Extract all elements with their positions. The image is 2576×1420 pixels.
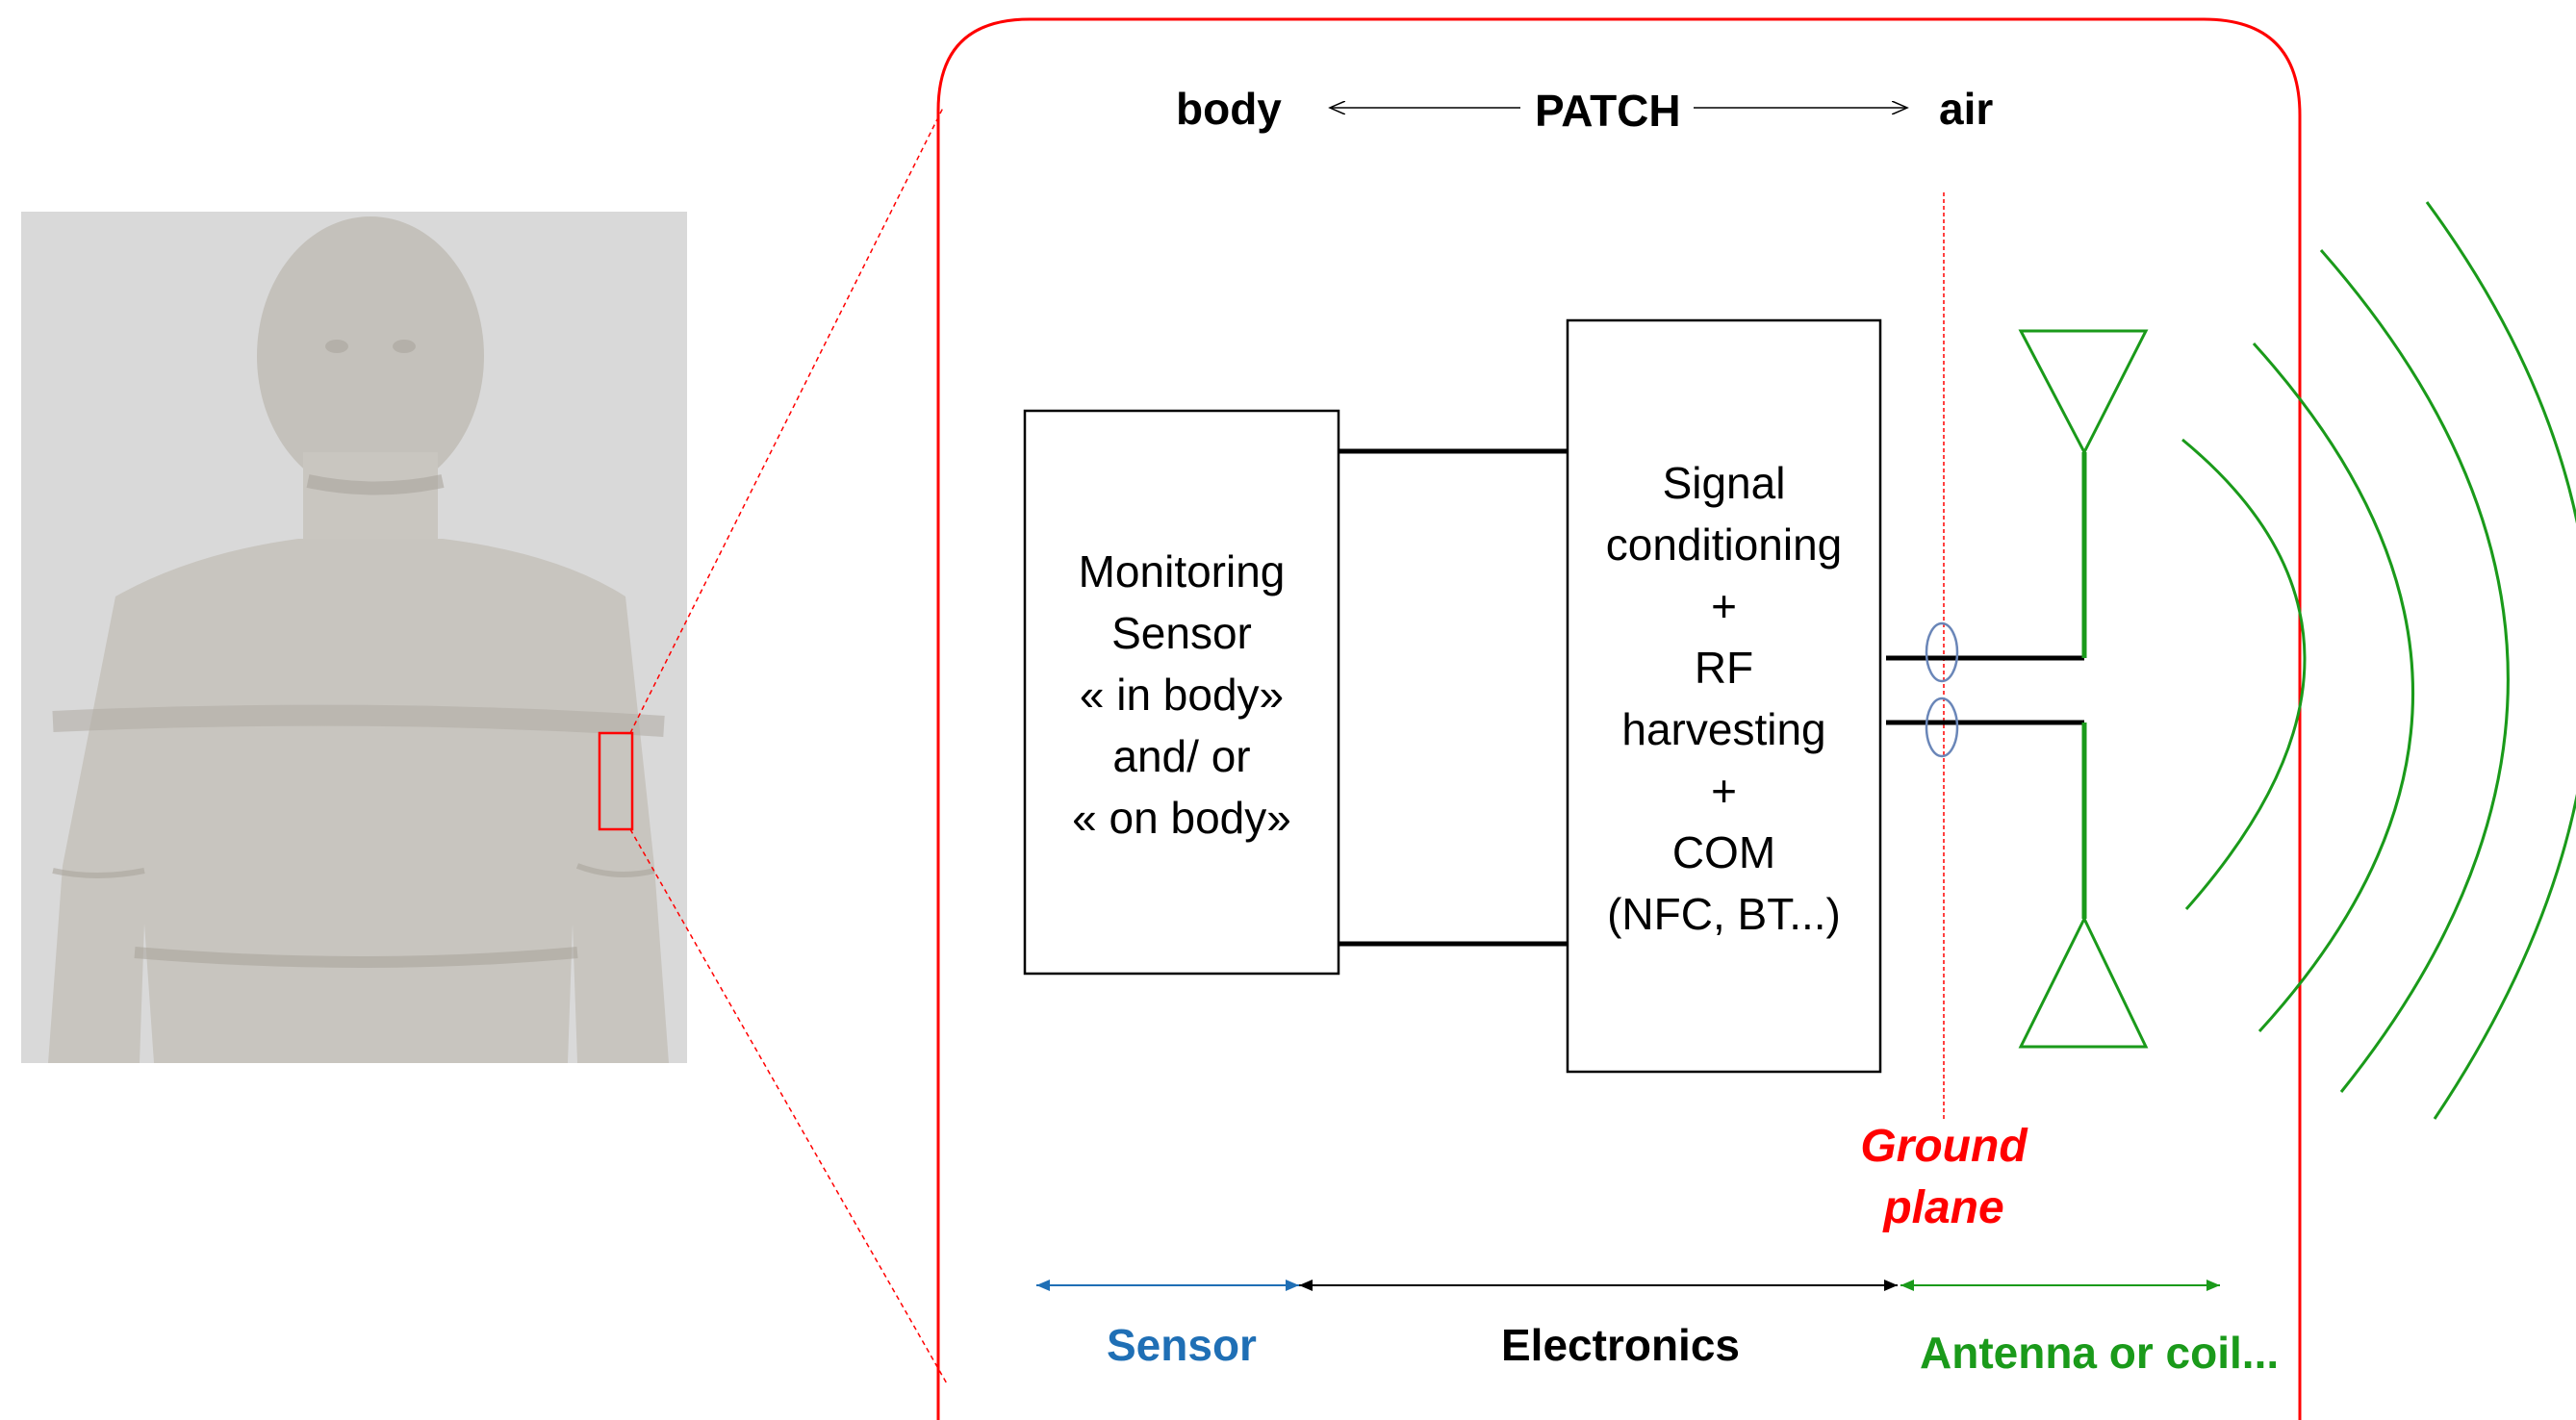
sensor-block-text: Monitoring Sensor « in body» and/ or « o…: [1025, 541, 1339, 849]
body-figure: [21, 212, 687, 1063]
patch-location-marker: [598, 731, 634, 831]
wave-arc-3: [2319, 249, 2510, 1093]
electronics-line-1: Signal: [1662, 458, 1786, 508]
electronics-line-6: +: [1711, 766, 1737, 816]
ground-plane-line-2: plane: [1883, 1182, 2004, 1233]
electronics-line-8: (NFC, BT...): [1607, 889, 1841, 939]
zoom-line-top: [629, 107, 944, 734]
wave-arc-1: [2181, 438, 2307, 910]
electronics-block: [1566, 318, 1882, 1074]
ground-plane-line-1: Ground: [1860, 1121, 2028, 1172]
zoom-line-bottom: [629, 828, 949, 1386]
electronics-line-7: COM: [1671, 827, 1776, 877]
section-label-electronics: Electronics: [1501, 1320, 1740, 1370]
electronics-block-text: Signal conditioning + RF harvesting + CO…: [1568, 452, 1880, 945]
patch-frame: [936, 17, 2302, 1420]
figure-head: [257, 216, 484, 495]
sensor-line-3: « in body»: [1079, 670, 1285, 720]
label-body: body: [1176, 84, 1282, 134]
section-label-sensor: Sensor: [1107, 1320, 1257, 1370]
section-label-antenna: Antenna or coil...: [1920, 1328, 2280, 1378]
sensor-line-4: and/ or: [1112, 731, 1251, 781]
dipole-antenna: [2018, 329, 2149, 1049]
sensor-line-2: Sensor: [1111, 608, 1252, 658]
wave-arc-4: [2425, 201, 2576, 1120]
electronics-line-2: conditioning: [1605, 520, 1843, 570]
antenna-top-triangle: [2018, 329, 2149, 456]
radiated-waves: [2181, 201, 2576, 1120]
sensor-line-1: Monitoring: [1078, 546, 1286, 596]
wave-arc-2: [2252, 342, 2414, 1033]
label-patch: PATCH: [1535, 86, 1681, 136]
sensor-line-5: « on body»: [1072, 793, 1291, 843]
label-air: air: [1939, 84, 1994, 134]
coupling-ring-lower: [1925, 697, 1959, 758]
electronics-line-5: harvesting: [1621, 704, 1826, 754]
ground-plane-label: Ground plane: [1828, 1116, 2059, 1239]
sensor-block: [1023, 409, 1340, 976]
coupling-ring-upper: [1925, 621, 1959, 683]
electronics-line-4: RF: [1694, 643, 1754, 693]
figure-torso: [48, 539, 669, 1063]
electronics-line-3: +: [1711, 581, 1737, 631]
antenna-bottom-triangle: [2018, 915, 2149, 1049]
